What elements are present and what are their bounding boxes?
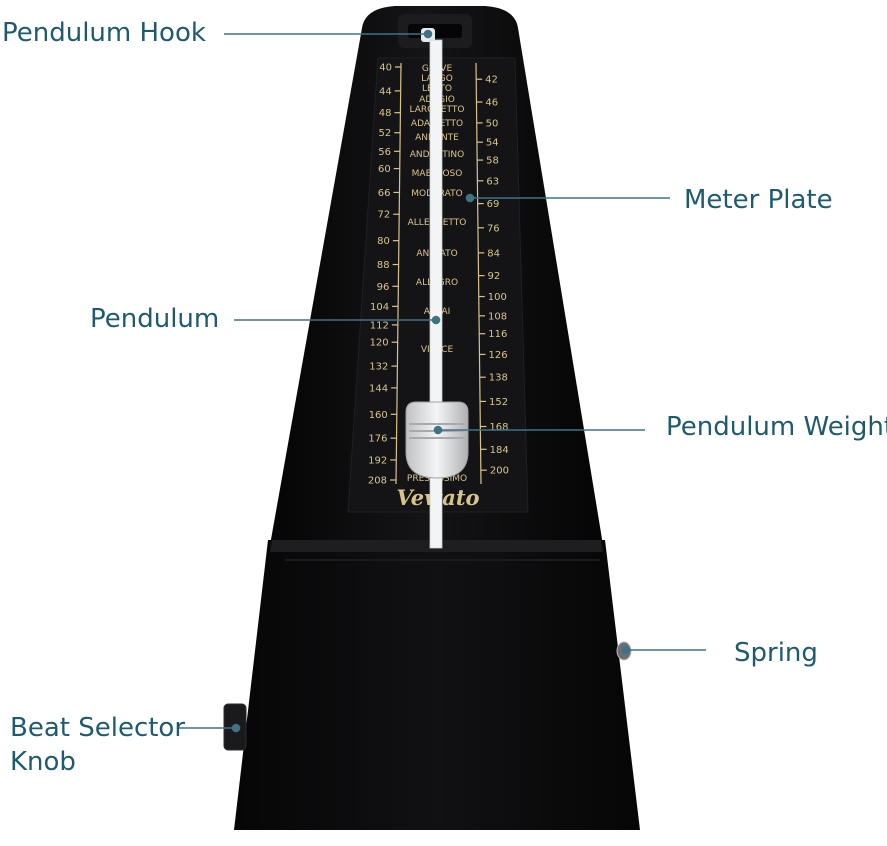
scale-label-right: 116 [488,329,507,340]
scale-label-right: 76 [487,223,500,234]
label-beat-selector-knob: Beat Selector Knob [10,713,186,777]
scale-label-left: 96 [377,282,390,293]
scale-label-right: 152 [489,397,508,408]
scale-label-right: 42 [485,75,498,86]
scale-label-left: 48 [379,108,392,119]
scale-label-left: 88 [377,260,390,271]
scale-label-right: 100 [488,292,507,303]
scale-label-right: 69 [487,199,500,210]
scale-label-left: 60 [378,164,391,175]
scale-label-left: 132 [369,362,388,373]
scale-label-left: 44 [379,86,392,97]
scale-label-right: 168 [489,422,508,433]
scale-label-right: 138 [489,373,508,384]
leader-dot-meter-plate [465,193,475,203]
scale-label-left: 120 [370,338,389,349]
scale-label-right: 58 [486,156,499,167]
scale-label-right: 50 [486,118,499,129]
scale-label-left: 160 [369,410,388,421]
scale-label-left: 40 [379,63,392,74]
scale-right: 42 46 50 54 58 63 69 76 84 92 100 108 116 126 138 152 16… [475,62,509,485]
scale-label-left: 104 [370,302,389,313]
scale-label-right: 46 [485,98,498,109]
scale-label-left: 56 [378,147,391,158]
scale-label-right: 54 [486,138,499,149]
scale-label-right: 108 [488,311,507,322]
label-pendulum-hook: Pendulum Hook [2,18,206,48]
scale-label-left: 72 [377,210,390,221]
scale-label-left: 192 [368,455,387,466]
scale-label-right: 92 [488,271,501,282]
scale-label-right: 63 [486,176,499,187]
leader-dot-pendulum-weight [433,425,443,435]
scale-label-left: 66 [378,188,391,199]
scale-label-left: 176 [368,434,387,445]
scale-label-left: 80 [377,236,390,247]
scale-label-left: 52 [378,128,391,139]
pendulum-weight [405,401,469,479]
scale-label-left: 112 [370,320,389,331]
label-spring: Spring [734,638,818,668]
scale-left: 40 44 48 52 56 60 66 72 80 88 96 104 112 120 132 144 160… [368,63,402,487]
scale-label-right: 200 [490,466,509,477]
label-meter-plate: Meter Plate [684,185,833,215]
scale-label-right: 184 [490,445,509,456]
label-pendulum: Pendulum [90,304,220,334]
scale-label-right: 84 [487,248,500,259]
scale-label-right: 126 [488,350,507,361]
leader-dot-pendulum [431,315,441,325]
scale-label-left: 144 [369,383,388,394]
leader-dot-beat-selector [231,723,241,733]
leader-dot-pendulum-hook [423,29,433,39]
leader-dot-spring [621,645,631,655]
label-pendulum-weight: Pendulum Weight [666,412,887,442]
scale-label-left: 208 [368,476,387,487]
scale-rail-right [475,62,482,485]
metronome-base [234,540,640,830]
